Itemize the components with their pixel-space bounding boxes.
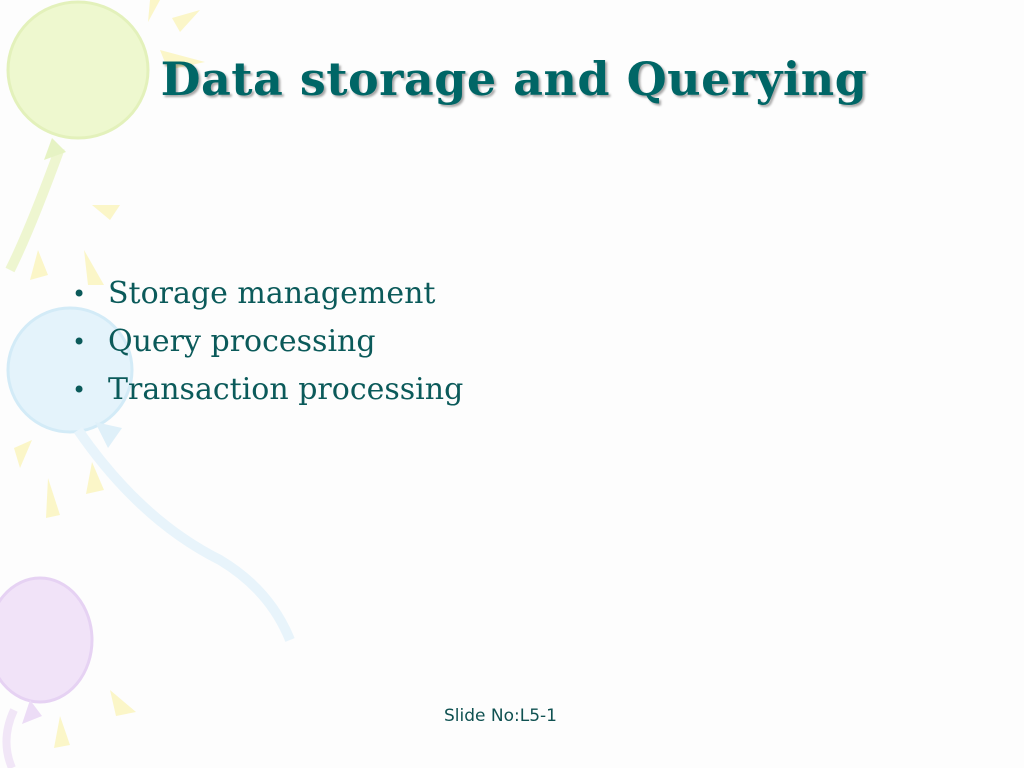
bullet-text: Query processing	[108, 324, 376, 359]
bullet-list: • Storage management • Query processing …	[72, 270, 463, 414]
bullet-icon: •	[72, 280, 87, 308]
list-item: • Transaction processing	[72, 366, 463, 414]
green-balloon-icon	[6, 0, 150, 140]
slide-number: Slide No:L5-1	[444, 706, 557, 726]
list-item: • Storage management	[72, 270, 463, 318]
slide-title: Data storage and Querying	[160, 52, 868, 106]
bullet-text: Storage management	[108, 276, 436, 311]
list-item: • Query processing	[72, 318, 463, 366]
bullet-icon: •	[72, 328, 87, 356]
bullet-icon: •	[72, 376, 87, 404]
purple-balloon-icon	[0, 576, 94, 704]
bullet-text: Transaction processing	[108, 372, 464, 407]
balloons-decoration-icon	[0, 0, 295, 768]
blue-balloon-icon	[6, 306, 134, 434]
